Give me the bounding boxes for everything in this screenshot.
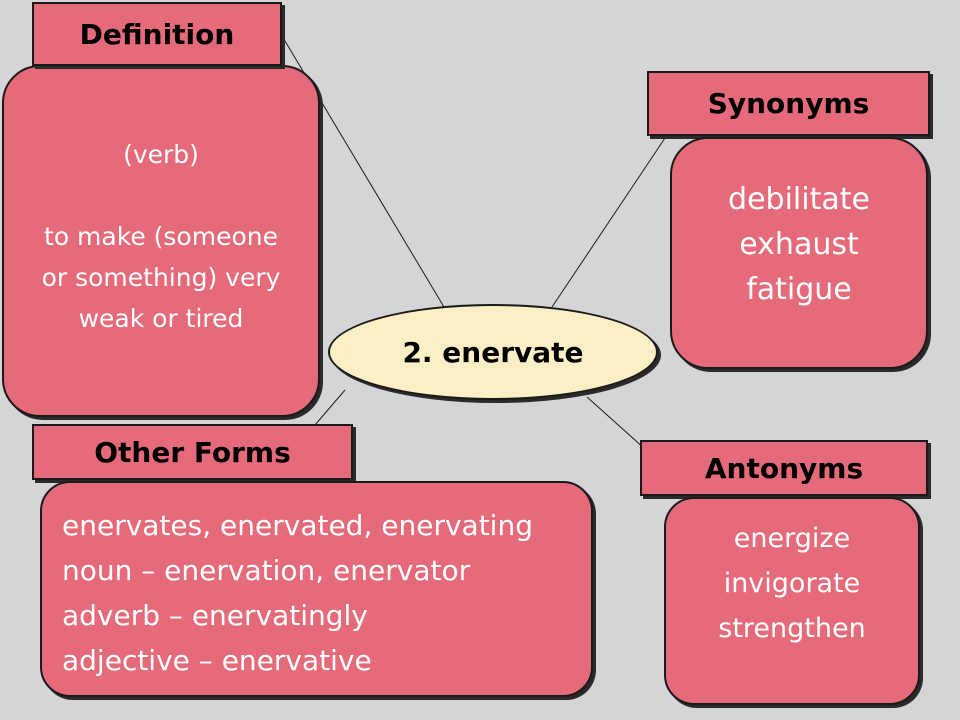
antonyms-box: energize invigorate strengthen (664, 497, 920, 705)
other-forms-line: adverb – enervatingly (62, 599, 368, 632)
synonym-item: fatigue (746, 272, 852, 307)
synonyms-header: Synonyms (647, 71, 930, 136)
definition-box: (verb) to make (someone or something) ve… (2, 65, 320, 417)
center-word: 2. enervate (328, 304, 658, 400)
other-forms-line: enervates, enervated, enervating (62, 509, 533, 542)
other-forms-header: Other Forms (32, 424, 353, 480)
synonyms-box: debilitate exhaust fatigue (670, 137, 928, 369)
antonyms-header: Antonyms (640, 440, 928, 496)
antonym-item: strengthen (718, 613, 866, 644)
definition-header: Definition (32, 2, 282, 66)
synonym-item: exhaust (739, 227, 859, 262)
connector-other-forms (314, 389, 346, 426)
definition-line: to make (someone (44, 221, 278, 251)
connector-synonyms (551, 137, 666, 308)
antonym-item: invigorate (723, 568, 861, 599)
other-forms-line: noun – enervation, enervator (62, 554, 471, 587)
definition-part-of-speech: (verb) (123, 139, 199, 169)
antonym-item: energize (733, 523, 851, 554)
definition-line: or something) very (41, 262, 281, 292)
other-forms-line: adjective – enervative (62, 644, 372, 677)
definition-line: weak or tired (78, 303, 244, 333)
synonym-item: debilitate (728, 182, 870, 217)
definition-spacer (157, 175, 165, 216)
other-forms-box: enervates, enervated, enervating noun – … (40, 481, 593, 697)
